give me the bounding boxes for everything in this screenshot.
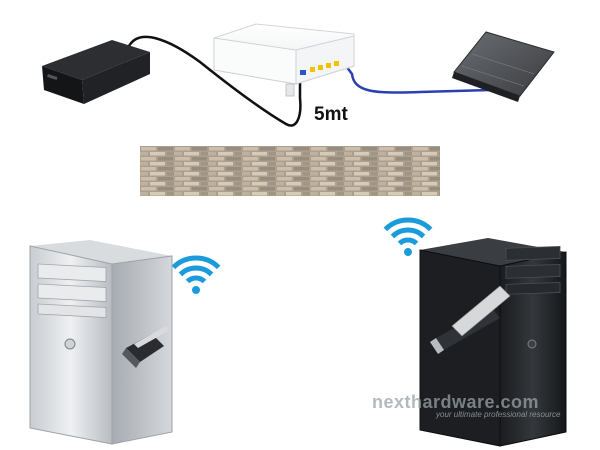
cable-length-label: 5mt bbox=[314, 104, 348, 125]
usb-wifi-adapter bbox=[430, 285, 511, 354]
watermark-brand: nexthardware.com bbox=[372, 392, 540, 412]
site-watermark: nexthardware.com your ultimate professio… bbox=[372, 392, 561, 419]
power-button-icon bbox=[527, 339, 537, 349]
power-button-icon bbox=[64, 338, 76, 350]
external-hard-drive bbox=[452, 31, 555, 102]
ethernet-cable-black bbox=[126, 35, 302, 127]
wireless-router bbox=[213, 23, 355, 97]
router-port-blue bbox=[300, 70, 306, 75]
ethernet-cable-blue bbox=[345, 65, 491, 94]
brick-wall bbox=[140, 146, 440, 196]
router-port-yellow bbox=[334, 61, 339, 66]
watermark-tagline: your ultimate professional resource bbox=[436, 410, 561, 419]
usb-wifi-adapter bbox=[122, 326, 170, 368]
router-port-yellow bbox=[326, 63, 331, 68]
media-player-device bbox=[42, 40, 150, 104]
silver-pc-tower bbox=[29, 240, 173, 445]
wifi-signal-icon bbox=[383, 217, 433, 256]
wifi-signal-icon bbox=[171, 255, 221, 294]
router-port-yellow bbox=[310, 67, 315, 72]
black-pc-tower bbox=[419, 238, 567, 447]
router-port-yellow bbox=[318, 65, 323, 70]
